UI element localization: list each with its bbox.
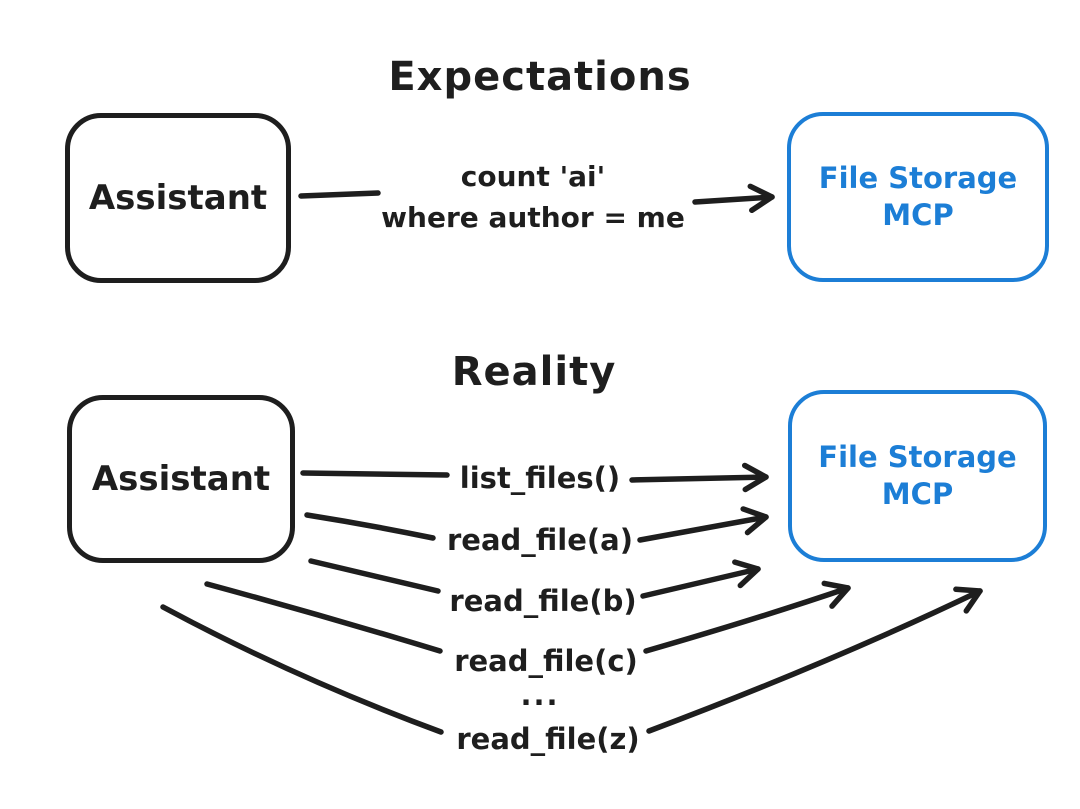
assistant-box-reality: Assistant — [67, 395, 295, 563]
list-files-arrow — [629, 462, 769, 493]
call-label-read-file-b: read_file(b) — [449, 584, 637, 618]
assistant-label-expectations: Assistant — [88, 178, 268, 218]
mcp-label-line1: File Storage — [818, 440, 1017, 474]
read-file-z-arrow — [646, 586, 983, 734]
call-label-ellipsis: ... — [520, 678, 560, 712]
mcp-label-line2: MCP — [882, 198, 954, 232]
read-file-c-line — [204, 581, 443, 654]
reality-title: Reality — [451, 349, 617, 395]
mcp-label-line1: File Storage — [818, 161, 1018, 195]
read-file-a-arrow — [637, 506, 769, 543]
read-file-b-line — [308, 558, 441, 594]
request-label-expectations: count 'ai' where author = me — [381, 156, 685, 238]
expectations-arrow — [692, 183, 775, 214]
call-label-list-files: list_files() — [459, 461, 621, 495]
read-file-b-arrow — [640, 559, 761, 599]
mcp-label-expectations: File Storage MCP — [819, 160, 1017, 234]
read-file-z-line — [160, 604, 444, 735]
expectations-connector-line — [298, 190, 381, 199]
mcp-box-expectations: File Storage MCP — [787, 112, 1049, 282]
mcp-label-line2: MCP — [881, 477, 954, 511]
call-label-read-file-z: read_file(z) — [456, 722, 640, 756]
request-label-line2: where author = me — [381, 201, 685, 234]
assistant-label-reality: Assistant — [91, 459, 271, 499]
request-label-line1: count 'ai' — [460, 160, 606, 193]
assistant-box-expectations: Assistant — [65, 113, 291, 283]
call-label-read-file-c: read_file(c) — [454, 644, 638, 678]
mcp-label-reality: File Storage MCP — [818, 439, 1016, 513]
list-files-line — [300, 470, 450, 478]
expectations-title: Expectations — [388, 54, 692, 100]
read-file-c-arrow — [643, 580, 851, 654]
read-file-a-line — [304, 512, 436, 541]
mcp-box-reality: File Storage MCP — [788, 390, 1047, 562]
call-label-read-file-a: read_file(a) — [447, 523, 633, 557]
